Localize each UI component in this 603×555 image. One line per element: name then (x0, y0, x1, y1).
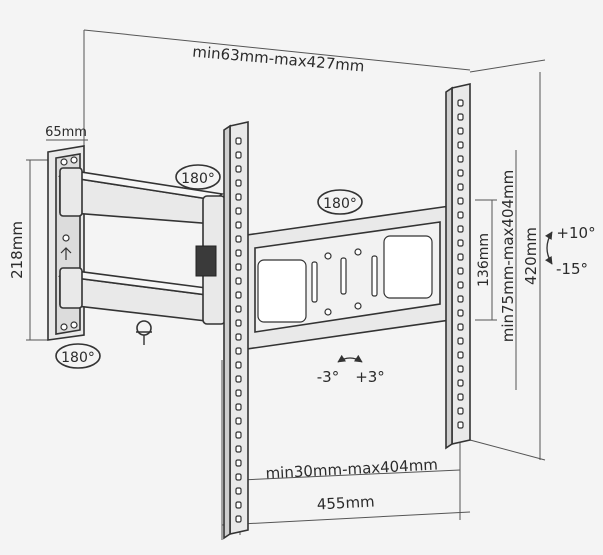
rail-hole (457, 365, 464, 373)
rail-hole (457, 155, 464, 163)
rail-hole (457, 351, 464, 359)
tilt-down-label: -15° (556, 260, 588, 278)
level-arrow-icon (337, 354, 363, 363)
rotation-center-label: 180° (323, 196, 357, 212)
bottom-range-label: min30mm-max404mm (265, 456, 438, 483)
rotation-arm-label: 180° (181, 171, 215, 187)
rail-hole (457, 393, 464, 401)
total-width-line (221, 511, 471, 526)
rail-hole (457, 183, 464, 191)
rail-hole (457, 127, 464, 135)
tilt-frame (239, 205, 451, 351)
rotation-wall-label: 180° (61, 350, 95, 366)
tv-rail-left (223, 121, 249, 540)
safety-ring (136, 320, 152, 336)
rail-hole (235, 473, 242, 481)
tilt-up-label: +10° (556, 224, 595, 242)
rail-hole (235, 417, 242, 425)
total-height-top-ext (469, 59, 546, 73)
rail-hole (235, 305, 242, 313)
rail-hole (457, 323, 464, 331)
rail-hole (235, 165, 242, 173)
swing-arms (57, 167, 226, 345)
rail-hole (457, 169, 464, 177)
rail-hole (235, 193, 242, 201)
level-minus-label: -3° (317, 368, 339, 386)
level-plus-label: +3° (355, 368, 385, 386)
rail-hole (457, 379, 464, 387)
rail-hole (457, 239, 464, 247)
rail-hole (457, 141, 464, 149)
rail-hole (235, 137, 242, 145)
wall-height-label: 218mm (8, 221, 26, 279)
rail-hole (457, 309, 464, 317)
top-range-label: min63mm-max427mm (192, 43, 365, 76)
rail-hole (457, 113, 464, 121)
rail-hole (235, 221, 242, 229)
rail-hole (457, 99, 464, 107)
rail-hole (235, 235, 242, 243)
rail-hole (235, 291, 242, 299)
rail-hole (457, 253, 464, 261)
rail-hole (457, 197, 464, 205)
tilt-arrow-icon (544, 231, 553, 265)
rail-hole (235, 179, 242, 187)
rail-hole (235, 375, 242, 383)
total-height-bottom-ext (469, 439, 546, 461)
total-width-label: 455mm (316, 493, 375, 514)
rail-hole (457, 407, 464, 415)
rail-hole (457, 225, 464, 233)
rail-hole (457, 295, 464, 303)
dimension-lines (26, 29, 546, 540)
rotation-badge-arm: 180° (175, 164, 221, 190)
rail-hole (235, 361, 242, 369)
total-height-label: 420mm (522, 227, 540, 285)
rail-hole (235, 515, 242, 523)
rail-hole (457, 337, 464, 345)
level-hole (62, 234, 70, 242)
rail-hole (235, 263, 242, 271)
rail-hole (457, 281, 464, 289)
rail-hole (235, 487, 242, 495)
rail-hole (235, 501, 242, 509)
rail-hole (457, 267, 464, 275)
arrow-up-icon (60, 247, 72, 260)
rail-hole (235, 403, 242, 411)
rail-hole (235, 347, 242, 355)
rail-spacing-label: min75mm-max404mm (499, 170, 517, 343)
tv-rail-right (445, 83, 471, 450)
rail-hole (235, 277, 242, 285)
bottom-range-line (239, 469, 461, 481)
rail-hole (235, 319, 242, 327)
wall-width-label: 65mm (45, 125, 87, 140)
inner-height-label: 136mm (476, 233, 492, 287)
top-range-line (83, 29, 471, 71)
rotation-badge-wall: 180° (55, 343, 101, 369)
rail-hole (235, 207, 242, 215)
rail-hole (235, 459, 242, 467)
rotation-badge-center: 180° (317, 189, 363, 215)
rail-hole (235, 445, 242, 453)
rail-hole (235, 333, 242, 341)
rail-hole (235, 431, 242, 439)
rail-hole (235, 389, 242, 397)
rail-hole (457, 421, 464, 429)
rail-hole (457, 211, 464, 219)
rail-hole (235, 151, 242, 159)
rail-hole (235, 249, 242, 257)
